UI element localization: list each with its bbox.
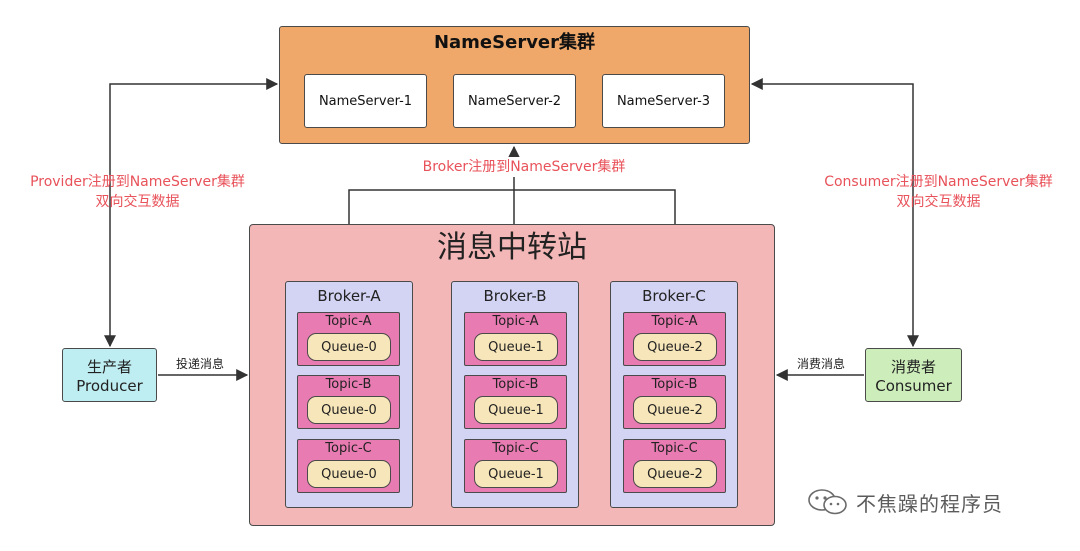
watermark: 不焦躁的程序员 <box>806 487 1003 517</box>
consumer-node: 消费者 Consumer <box>865 348 962 402</box>
topic-box: Topic-C Queue-0 <box>297 439 400 493</box>
consumer-nameserver-arrow <box>750 78 919 348</box>
topic-box: Topic-B Queue-1 <box>464 375 567 429</box>
producer-label-cn: 生产者 <box>86 358 132 376</box>
provider-register-label-line1: Provider注册到NameServer集群 <box>30 174 245 190</box>
producer-node: 生产者 Producer <box>62 348 157 402</box>
provider-register-label: Provider注册到NameServer集群 双向交互数据 <box>10 172 265 212</box>
topic-box: Topic-C Queue-2 <box>623 439 726 493</box>
watermark-text: 不焦躁的程序员 <box>856 491 1003 516</box>
deliver-message-label: 投递消息 <box>176 357 225 371</box>
topic-label: Topic-B <box>325 377 372 392</box>
broker-c-title: Broker-C <box>642 287 706 305</box>
topic-label: Topic-A <box>325 314 372 329</box>
topic-label: Topic-B <box>651 377 698 392</box>
topic-label: Topic-B <box>492 377 539 392</box>
queue-pill: Queue-0 <box>307 396 391 424</box>
broker-a-title: Broker-A <box>317 287 381 305</box>
nameserver-node-2: NameServer-2 <box>453 74 576 128</box>
nameserver-node-1: NameServer-1 <box>304 74 427 128</box>
consumer-label-en: Consumer <box>875 377 952 395</box>
topic-label: Topic-C <box>492 441 539 456</box>
topic-box: Topic-C Queue-1 <box>464 439 567 493</box>
consumer-label-cn: 消费者 <box>890 358 936 376</box>
consumer-register-label-line1: Consumer注册到NameServer集群 <box>824 174 1053 190</box>
wechat-icon <box>808 489 847 515</box>
broker-b-title: Broker-B <box>483 287 547 305</box>
transfer-station-title: 消息中转站 <box>437 230 587 265</box>
nameserver-cluster-title: NameServer集群 <box>433 32 596 53</box>
queue-pill: Queue-1 <box>474 396 558 424</box>
topic-label: Topic-A <box>492 314 539 329</box>
queue-pill: Queue-2 <box>633 460 717 488</box>
topic-label: Topic-C <box>325 441 372 456</box>
topic-box: Topic-A Queue-2 <box>623 312 726 366</box>
broker-register-label: Broker注册到NameServer集群 <box>399 157 649 177</box>
queue-pill: Queue-2 <box>633 333 717 361</box>
topic-label: Topic-C <box>651 441 698 456</box>
topic-box: Topic-A Queue-1 <box>464 312 567 366</box>
producer-label-en: Producer <box>76 377 143 395</box>
queue-pill: Queue-1 <box>474 333 558 361</box>
provider-register-label-line2: 双向交互数据 <box>95 194 180 210</box>
topic-box: Topic-B Queue-2 <box>623 375 726 429</box>
nameserver-node-3: NameServer-3 <box>602 74 725 128</box>
queue-pill: Queue-1 <box>474 460 558 488</box>
consumer-register-label: Consumer注册到NameServer集群 双向交互数据 <box>806 172 1071 212</box>
topic-box: Topic-A Queue-0 <box>297 312 400 366</box>
consumer-register-label-line2: 双向交互数据 <box>896 194 981 210</box>
topic-box: Topic-B Queue-0 <box>297 375 400 429</box>
queue-pill: Queue-2 <box>633 396 717 424</box>
topic-label: Topic-A <box>651 314 698 329</box>
producer-nameserver-arrow <box>104 78 279 348</box>
queue-pill: Queue-0 <box>307 460 391 488</box>
consume-message-label: 消费消息 <box>797 357 846 371</box>
queue-pill: Queue-0 <box>307 333 391 361</box>
